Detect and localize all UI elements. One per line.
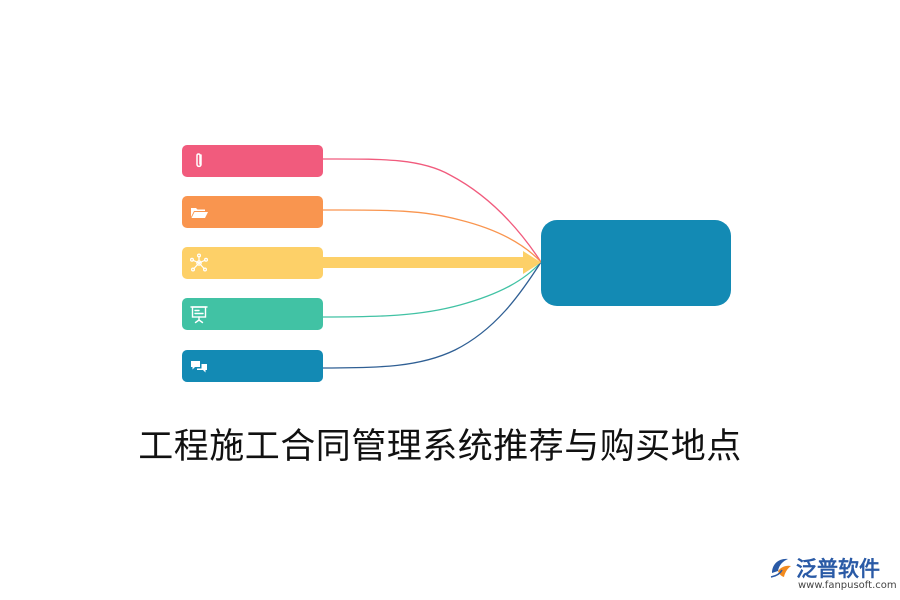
- chat-bubbles-icon: [191, 361, 207, 373]
- paperclip-icon: [196, 153, 202, 168]
- connector-green: [322, 261, 542, 318]
- page-title: 工程施工合同管理系统推荐与购买地点: [138, 427, 742, 467]
- fanpu-logo-icon: [770, 558, 791, 578]
- brand-name: 泛普软件: [796, 557, 880, 581]
- node-presentation: [182, 298, 323, 330]
- central-hub-box: [541, 220, 731, 306]
- node-chat: [182, 350, 323, 382]
- presentation-board-icon: [190, 306, 208, 324]
- connector-orange: [322, 209, 542, 263]
- connector-pink: [322, 158, 542, 263]
- folder-open-icon: [191, 208, 208, 218]
- network-icon: [189, 253, 209, 272]
- node-folder: [182, 196, 323, 228]
- brand-watermark: 泛普软件 www.fanpusoft.com: [768, 553, 897, 597]
- connector-yellow-shaft: [323, 257, 525, 268]
- brand-url: www.fanpusoft.com: [798, 580, 897, 591]
- node-paperclip: [182, 145, 323, 177]
- node-network: [182, 247, 323, 279]
- connector-yellow-arrowhead: [523, 251, 541, 274]
- connector-dark-blue: [322, 261, 542, 369]
